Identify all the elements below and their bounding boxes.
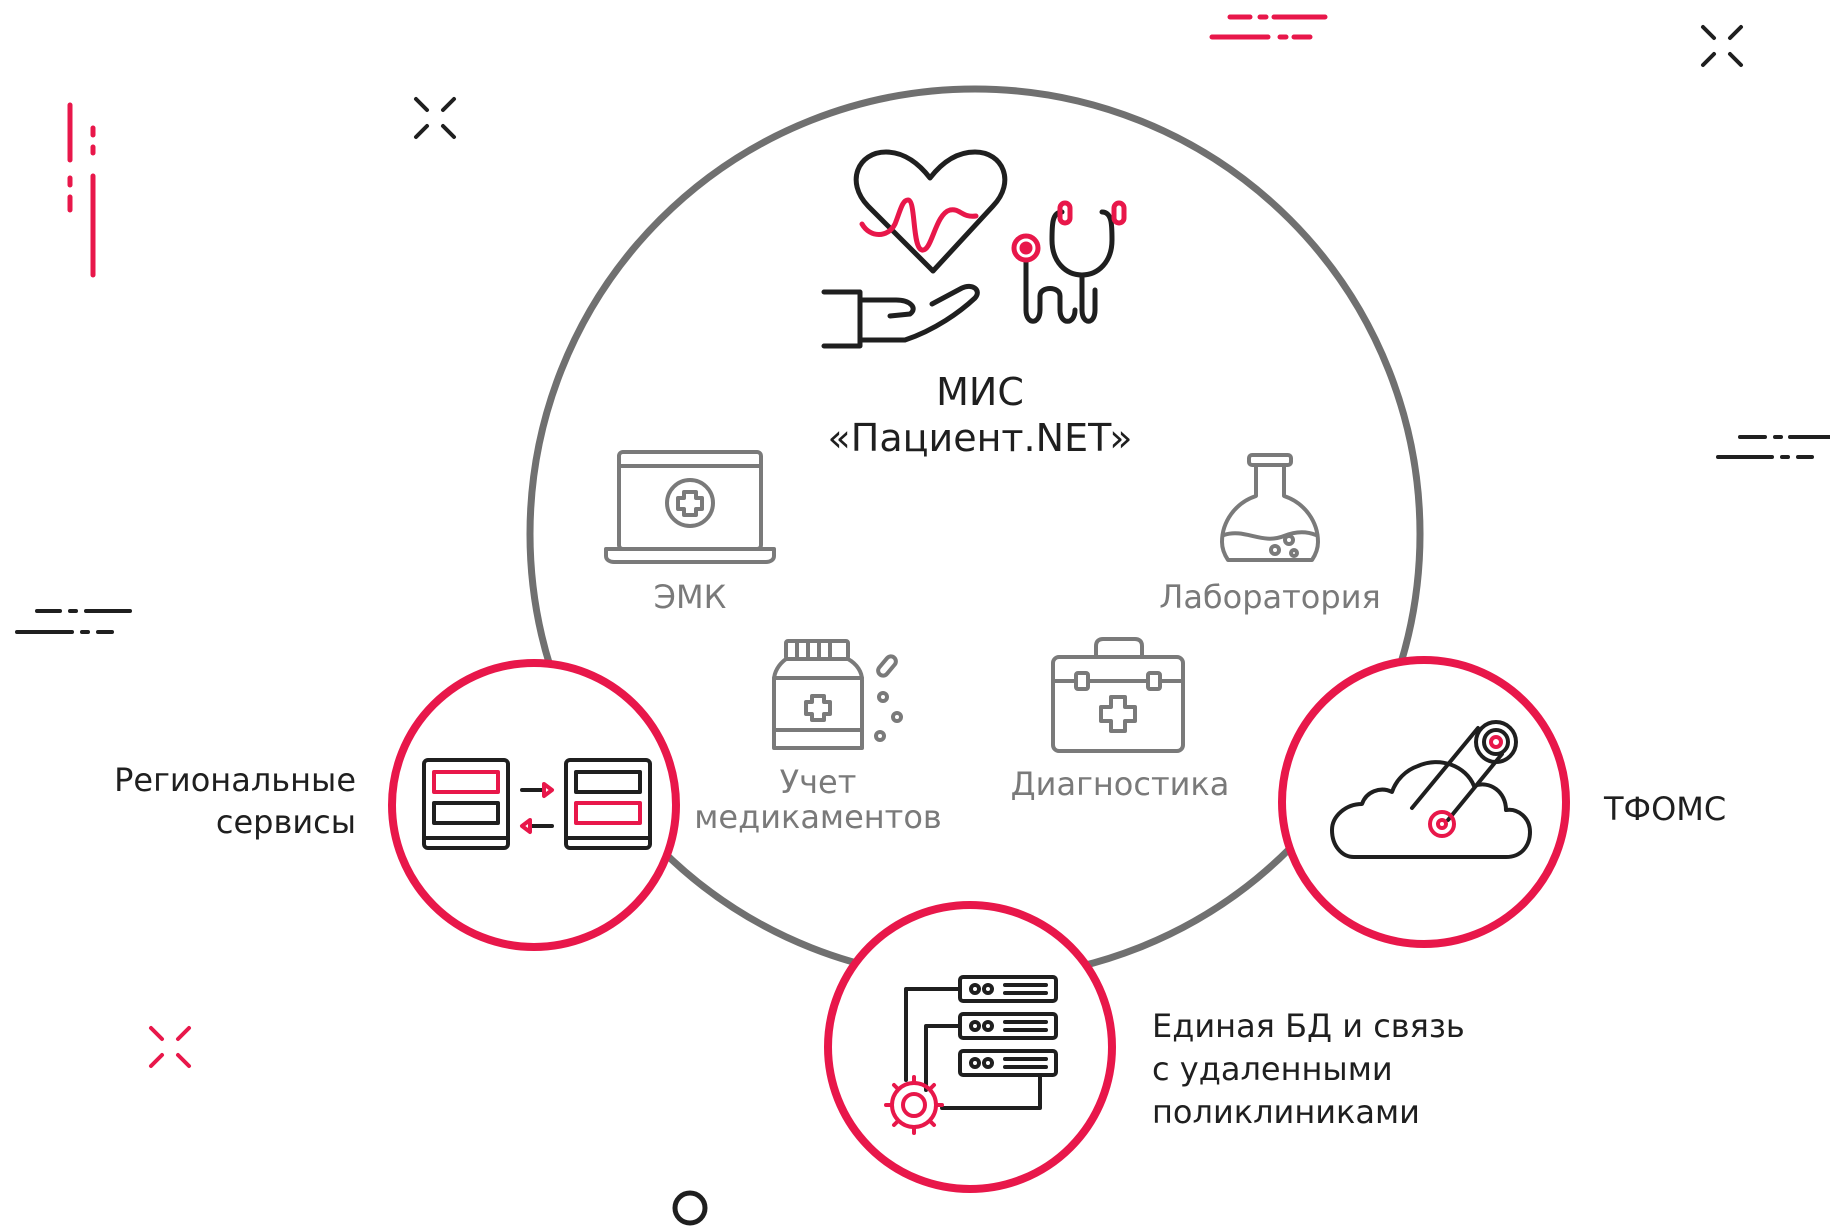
- medical-case-icon: [1051, 637, 1185, 753]
- node-regional-label: Региональные сервисы: [40, 760, 356, 843]
- node-db-circle: [824, 901, 1116, 1193]
- database-servers-icon: [884, 975, 1058, 1135]
- stethoscope-icon: [1011, 200, 1127, 324]
- module-emk-label: ЭМК: [590, 578, 790, 616]
- system-title-line2: «Пациент.NET»: [827, 415, 1133, 460]
- node-tfoms-text: ТФОМС: [1604, 790, 1727, 828]
- exchange-servers-icon: [422, 758, 652, 850]
- hand-icon: [821, 283, 980, 349]
- system-title-line1: МИС: [936, 370, 1024, 414]
- decor-marks: [15, 14, 1830, 1226]
- node-db-line3: поликлиниками: [1152, 1093, 1420, 1132]
- node-tfoms-circle: [1278, 656, 1570, 948]
- node-tfoms-label: ТФОМС: [1604, 790, 1804, 828]
- cloud-gear-icon: [1330, 720, 1532, 859]
- medicine-bottle-icon: [772, 639, 903, 750]
- module-emk-text: ЭМК: [653, 578, 727, 616]
- node-db-label: Единая БД и связь с удаленными поликлини…: [1152, 1005, 1552, 1135]
- node-db-line1: Единая БД и связь: [1152, 1007, 1465, 1045]
- node-db-line2: с удаленными: [1152, 1050, 1393, 1089]
- node-regional-line1: Региональные: [114, 761, 356, 799]
- module-lab-text: Лаборатория: [1159, 578, 1381, 616]
- node-regional-circle: [388, 659, 680, 951]
- module-meds-line2: медикаментов: [694, 798, 942, 837]
- module-diag-label: Диагностика: [990, 765, 1250, 803]
- heart-pulse-icon: [853, 149, 1008, 274]
- flask-icon: [1220, 453, 1320, 562]
- module-meds-line1: Учет: [779, 763, 857, 801]
- module-lab-label: Лаборатория: [1130, 578, 1410, 616]
- system-title: МИС «Пациент.NET»: [780, 370, 1180, 461]
- module-diag-text: Диагностика: [1010, 765, 1230, 803]
- module-meds-label: Учет медикаментов: [668, 763, 968, 837]
- laptop-medical-icon: [604, 450, 776, 564]
- node-regional-line2: сервисы: [215, 802, 356, 841]
